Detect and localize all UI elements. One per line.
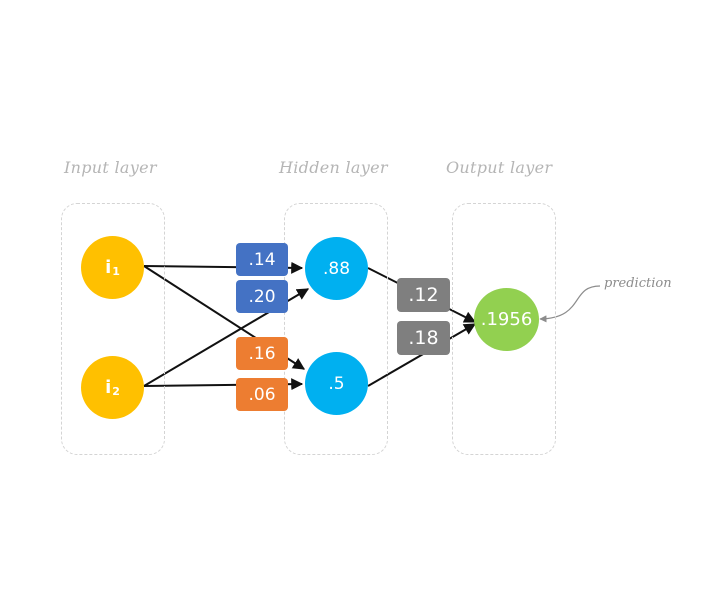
output-layer-title: Output layer [446,158,553,177]
input-node-index: 1 [112,265,120,278]
prediction-label: prediction [604,276,672,291]
weight-h1-out: .12 [397,278,450,312]
weight-h2-out: .18 [397,321,450,355]
output-node: .1956 [474,288,539,351]
weight-i2-h2: .06 [236,378,288,411]
hidden-node-h1: .88 [305,237,368,300]
output-layer-box [452,203,556,455]
input-node-index: 2 [112,385,120,398]
input-layer-box [61,203,165,455]
weight-i2-h1: .20 [236,280,288,313]
weight-i1-h1: .14 [236,243,288,276]
hidden-node-h2: .5 [305,352,368,415]
input-node-symbol: i [105,257,112,278]
prediction-pointer [539,285,601,323]
edge-h2-out [367,323,477,387]
hidden-layer-title: Hidden layer [279,158,388,177]
input-layer-title: Input layer [64,158,157,177]
input-node-symbol: i [105,377,112,398]
weight-i1-h2: .16 [236,337,288,370]
hidden-layer-box [284,203,388,455]
